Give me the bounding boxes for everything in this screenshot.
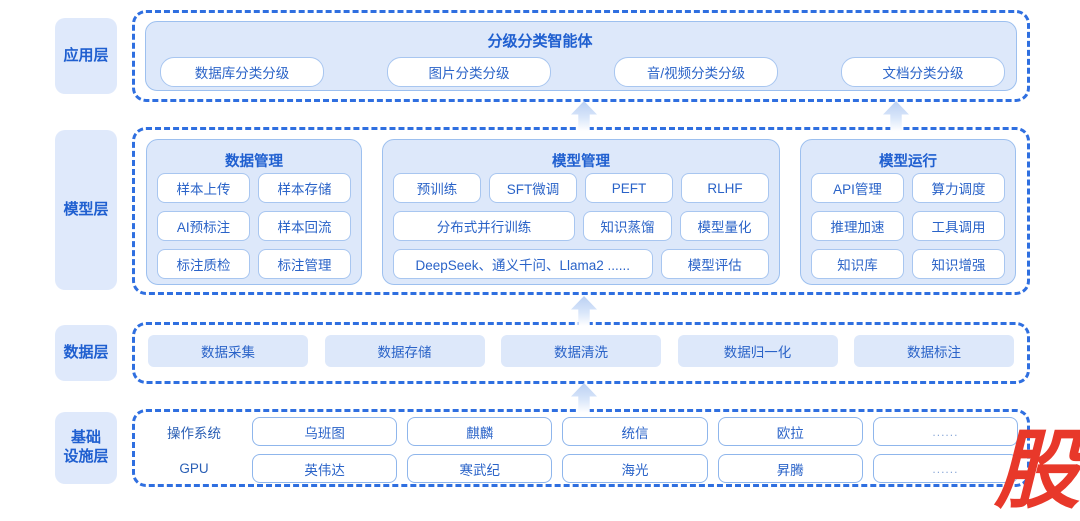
infrastructure-chip[interactable]: 统信 [562, 417, 708, 446]
application-chip[interactable]: 文档分类分级 [841, 57, 1005, 87]
model-layer-cell[interactable]: 标注质检 [157, 249, 250, 279]
infrastructure-chip[interactable]: 海光 [562, 454, 708, 483]
group-title-model-runtime: 模型运行 [879, 154, 937, 170]
group-row: DeepSeek、通义千问、Llama2 ......模型评估 [393, 249, 769, 279]
data-layer-chip[interactable]: 数据归一化 [677, 335, 838, 367]
application-chip-list: 数据库分类分级 图片分类分级 音/视频分类分级 文档分类分级 [160, 57, 1005, 87]
model-layer-cell[interactable]: 工具调用 [912, 211, 1005, 241]
infrastructure-row-label: GPU [179, 461, 209, 476]
data-layer-chip[interactable]: 数据采集 [148, 335, 308, 367]
group-model-runtime: 模型运行 API管理算力调度推理加速工具调用知识库知识增强 [800, 139, 1016, 285]
infrastructure-row: 操作系统 乌班图麒麟统信欧拉...... [146, 417, 1019, 446]
watermark: 股 [994, 421, 1080, 521]
model-layer-cell[interactable]: 模型量化 [680, 211, 770, 241]
model-layer-cell[interactable]: API管理 [811, 173, 904, 203]
group-title-data-management: 数据管理 [225, 154, 283, 170]
model-layer-cell[interactable]: 算力调度 [912, 173, 1005, 203]
infrastructure-chip[interactable]: 英伟达 [252, 454, 398, 483]
infrastructure-chip[interactable]: ...... [872, 454, 1019, 483]
group-title-model-management: 模型管理 [552, 154, 610, 170]
model-layer-cell[interactable]: 分布式并行训练 [393, 211, 576, 241]
model-layer-cell[interactable]: 样本存储 [258, 173, 351, 203]
model-layer-cell[interactable]: PEFT [585, 173, 673, 203]
layer-label-data-text: 数据层 [63, 343, 109, 361]
layer-label-model: 模型层 [55, 130, 117, 290]
model-layer-cell[interactable]: 标注管理 [258, 249, 351, 279]
infrastructure-chip[interactable]: 麒麟 [407, 417, 553, 446]
group-row: 样本上传样本存储 [157, 173, 351, 203]
infrastructure-row-label: 操作系统 [167, 425, 221, 441]
group-rows-model-management: 预训练 SFT微调 PEFT RLHF 分布式并行训练知识蒸馏模型量化 DeepSeek、… [393, 173, 770, 279]
model-layer-cell[interactable]: 样本回流 [258, 211, 351, 241]
application-chip[interactable]: 图片分类分级 [387, 57, 551, 87]
model-layer-cell[interactable]: 知识蒸馏 [583, 211, 673, 241]
infrastructure-chip[interactable]: 寒武纪 [407, 454, 553, 483]
model-layer-cell[interactable]: RLHF [681, 173, 769, 203]
data-layer-chip-list: 数据采集数据存储数据清洗数据归一化数据标注 [148, 335, 1014, 367]
layer-label-data: 数据层 [55, 325, 117, 381]
infrastructure-row: GPU 英伟达寒武纪海光昇腾...... [146, 454, 1019, 483]
layer-label-application: 应用层 [55, 18, 117, 94]
layer-label-infrastructure: 基础设施层 [55, 412, 117, 484]
group-row: 标注质检标注管理 [157, 249, 351, 279]
group-row: 推理加速工具调用 [811, 211, 1005, 241]
model-layer-cell[interactable]: DeepSeek、通义千问、Llama2 ...... [393, 249, 653, 279]
group-model-management: 模型管理 预训练 SFT微调 PEFT RLHF 分布式并行训练知识蒸馏模型量化 Deep… [382, 139, 780, 285]
group-row: 知识库知识增强 [811, 249, 1005, 279]
model-layer-cell[interactable]: AI预标注 [157, 211, 250, 241]
model-layer-cell[interactable]: 知识增强 [912, 249, 1005, 279]
group-row: 预训练 SFT微调 PEFT RLHF [393, 173, 769, 203]
infrastructure-chip[interactable]: 乌班图 [252, 417, 398, 446]
application-chip[interactable]: 数据库分类分级 [160, 57, 324, 87]
data-layer-chip[interactable]: 数据清洗 [501, 335, 661, 367]
model-layer-cell[interactable]: 知识库 [811, 249, 904, 279]
group-row: AI预标注样本回流 [157, 211, 351, 241]
model-layer-cell[interactable]: 预训练 [393, 173, 481, 203]
infrastructure-chip[interactable]: 欧拉 [717, 417, 863, 446]
layer-label-application-text: 应用层 [63, 46, 109, 64]
infrastructure-chip[interactable]: 昇腾 [717, 454, 863, 483]
layer-label-infrastructure-text: 基础设施层 [63, 429, 109, 465]
application-chip[interactable]: 音/视频分类分级 [614, 57, 778, 87]
data-layer-chip[interactable]: 数据标注 [854, 335, 1014, 367]
architecture-diagram: 应用层 模型层 数据层 基础设施层 分级分类智能体 数据库分类分级图片分类分级音… [55, 10, 1080, 514]
group-row: 分布式并行训练知识蒸馏模型量化 [393, 211, 770, 241]
layer-label-model-text: 模型层 [63, 200, 109, 218]
infrastructure-grid: 操作系统 乌班图麒麟统信欧拉...... GPU 英伟达寒武纪海光昇腾...... [146, 417, 1019, 483]
model-layer-cell[interactable]: 推理加速 [811, 211, 904, 241]
model-layer-cell[interactable]: 模型评估 [660, 249, 769, 279]
group-row: API管理算力调度 [811, 173, 1005, 203]
data-layer-chip[interactable]: 数据存储 [324, 335, 485, 367]
group-rows-model-runtime: API管理算力调度推理加速工具调用知识库知识增强 [811, 173, 1005, 279]
application-layer-container [132, 10, 1030, 102]
model-layer-cell[interactable]: 样本上传 [157, 173, 250, 203]
model-layer-cell[interactable]: SFT微调 [489, 173, 577, 203]
infrastructure-chip[interactable]: ...... [872, 417, 1019, 446]
